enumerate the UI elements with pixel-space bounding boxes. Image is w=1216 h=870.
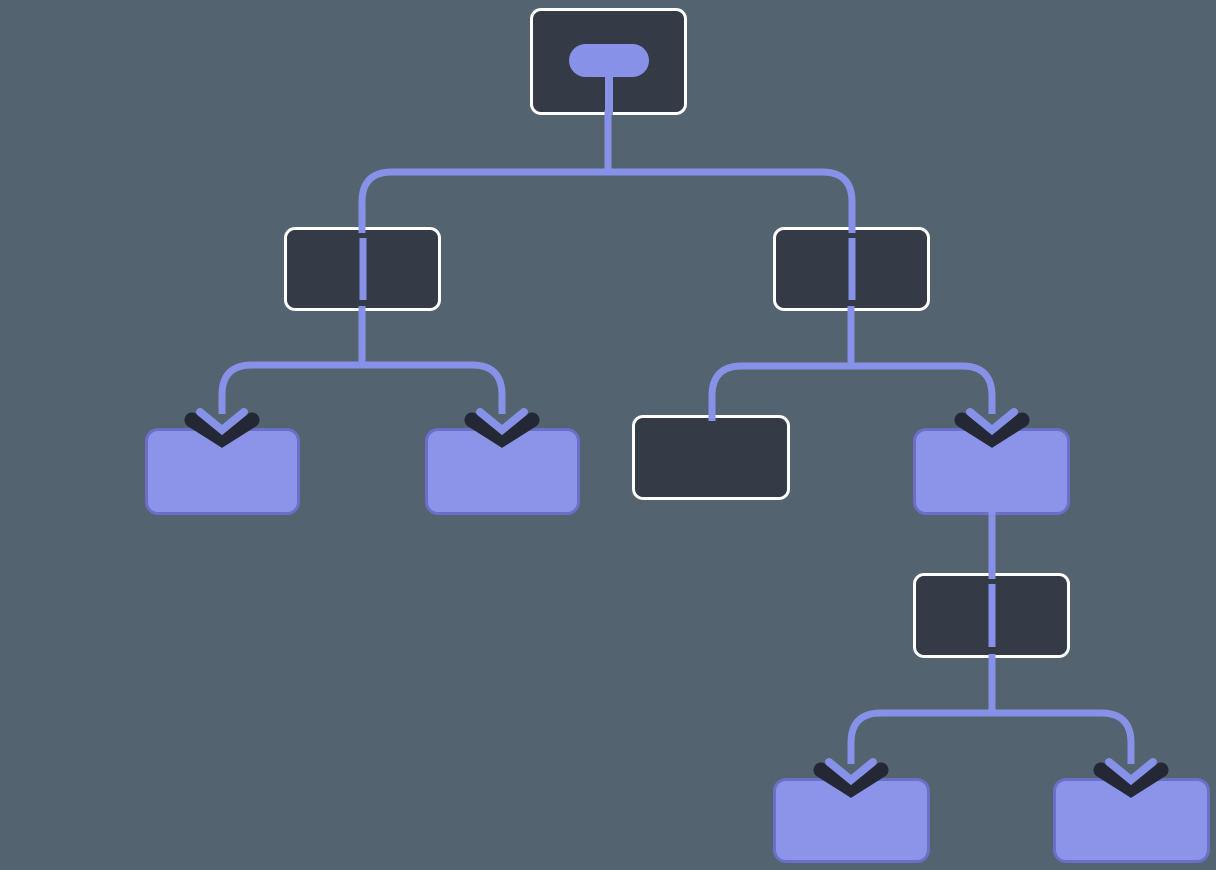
connector-left-split xyxy=(218,306,506,414)
connector-root-split xyxy=(358,110,856,233)
divider-bar xyxy=(988,584,995,647)
connector-mid-split xyxy=(847,654,1135,764)
connector-right-split xyxy=(708,306,996,421)
target-node-4[interactable] xyxy=(773,778,930,863)
pill-icon xyxy=(568,44,649,77)
target-node-2[interactable] xyxy=(425,428,580,515)
pill-stem xyxy=(604,69,613,115)
split-node-right[interactable] xyxy=(773,227,930,311)
empty-node[interactable] xyxy=(632,415,790,500)
split-node-left[interactable] xyxy=(284,227,441,311)
root-node[interactable] xyxy=(530,8,687,115)
target-node-1[interactable] xyxy=(145,428,300,515)
divider-bar xyxy=(359,238,366,300)
target-node-3[interactable] xyxy=(913,428,1070,515)
split-node-mid[interactable] xyxy=(913,573,1070,658)
divider-bar xyxy=(848,238,855,300)
target-node-5[interactable] xyxy=(1053,778,1210,863)
